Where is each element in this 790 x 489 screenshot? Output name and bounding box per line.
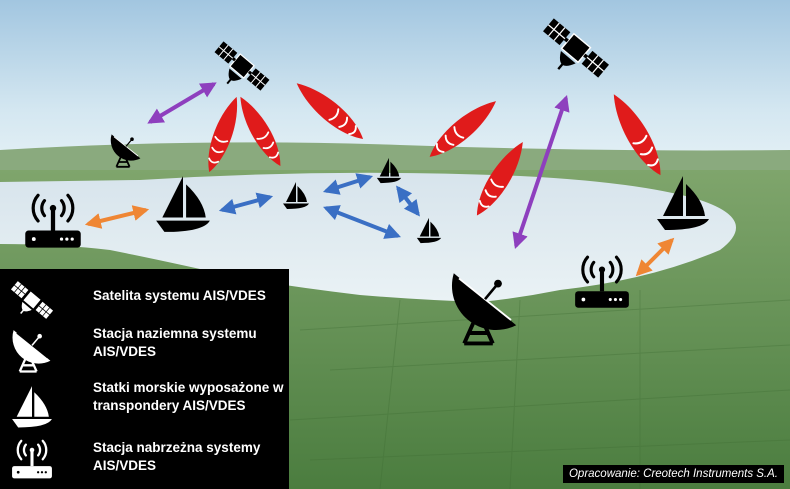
legend-label-ground-station: Stacja naziemna systemu AIS/VDES (93, 326, 257, 359)
legend-label-ship: Statki morskie wyposażone w transpondery… (93, 380, 284, 413)
ship-ship-link-1 (218, 192, 274, 215)
legend-item-ship: Statki morskie wyposażone w transpondery… (0, 379, 289, 433)
coastal-ship-link-right (635, 237, 675, 277)
ship-ship-link-4 (396, 185, 420, 217)
satellite-dish-link (147, 82, 217, 124)
legend-item-coastal-station: Stacja nabrzeżna systemy AIS/VDES (0, 433, 289, 487)
legend-item-satellite: Satelita systemu AIS/VDES (0, 273, 289, 327)
ship-ship-link-2 (322, 173, 374, 195)
ship-ship-link-3 (323, 205, 401, 239)
source-credit: Opracowanie: Creotech Instruments S.A. (562, 465, 784, 483)
link-arrows (84, 82, 675, 277)
legend-panel: Satelita systemu AIS/VDES Stacja naziemn… (0, 269, 289, 489)
field-texture (289, 290, 790, 489)
legend-item-ground-station: Stacja naziemna systemu AIS/VDES (0, 323, 289, 377)
coastal-station-router-icon (12, 439, 52, 479)
satellite-icon (10, 281, 54, 319)
legend-label-coastal-station: Stacja nabrzeżna systemy AIS/VDES (93, 440, 261, 473)
satellite-groundstation-link (512, 94, 570, 250)
sailboat-icon (12, 386, 52, 428)
coastal-ship-link-left (84, 205, 150, 229)
ground-station-dish-icon (12, 330, 51, 373)
legend-label-satellite: Satelita systemu AIS/VDES (93, 288, 266, 303)
